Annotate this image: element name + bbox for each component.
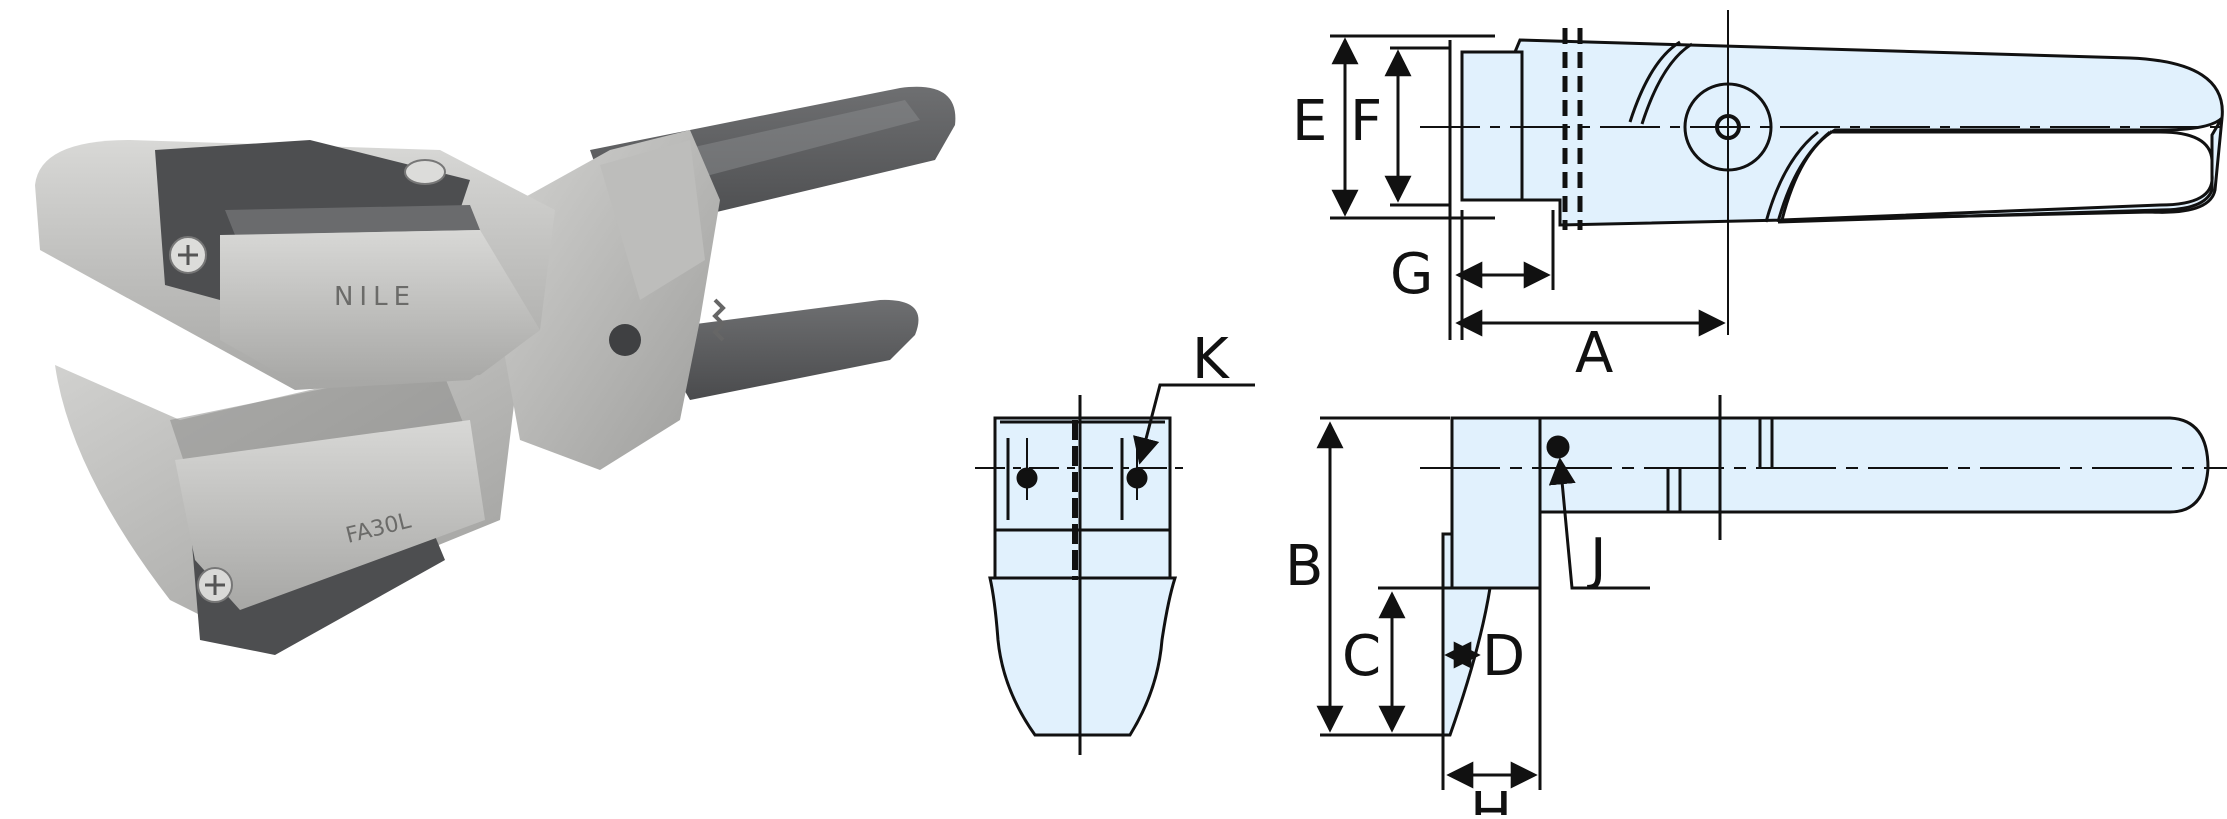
top-screw-icon bbox=[404, 159, 446, 185]
label-B: B bbox=[1285, 534, 1323, 599]
lower-blade bbox=[175, 420, 485, 610]
label-H: H bbox=[1470, 781, 1512, 815]
side-view-labels: B C D J H bbox=[1285, 527, 1607, 819]
front-hole-right bbox=[1126, 467, 1148, 489]
top-view-labels: E F G A bbox=[1292, 89, 1613, 386]
pivot-hole bbox=[609, 324, 641, 356]
engraving-top: NILE bbox=[334, 282, 416, 312]
label-F: F bbox=[1350, 89, 1382, 154]
spring bbox=[712, 298, 726, 342]
leader-J bbox=[1548, 457, 1650, 590]
lower-handle bbox=[650, 299, 919, 400]
label-G: G bbox=[1390, 242, 1433, 307]
front-hole-left bbox=[1016, 467, 1038, 489]
label-C: C bbox=[1342, 624, 1381, 689]
leader-K bbox=[1133, 383, 1255, 465]
side-view-drawing bbox=[1320, 395, 2227, 790]
label-A: A bbox=[1575, 321, 1613, 386]
label-E: E bbox=[1292, 89, 1327, 154]
label-D: D bbox=[1482, 624, 1525, 689]
top-view-drawing bbox=[1330, 10, 2227, 340]
side-view-body bbox=[1441, 416, 2210, 737]
product-photo: FA30L NILE bbox=[35, 86, 956, 655]
side-view-dimensions bbox=[1316, 421, 1538, 789]
upper-blade bbox=[220, 230, 540, 385]
label-K: K bbox=[1192, 327, 1230, 392]
front-view-drawing bbox=[975, 383, 1255, 755]
top-view-dimensions bbox=[1331, 37, 1726, 337]
side-hole bbox=[1546, 435, 1570, 459]
label-J: J bbox=[1587, 527, 1607, 592]
